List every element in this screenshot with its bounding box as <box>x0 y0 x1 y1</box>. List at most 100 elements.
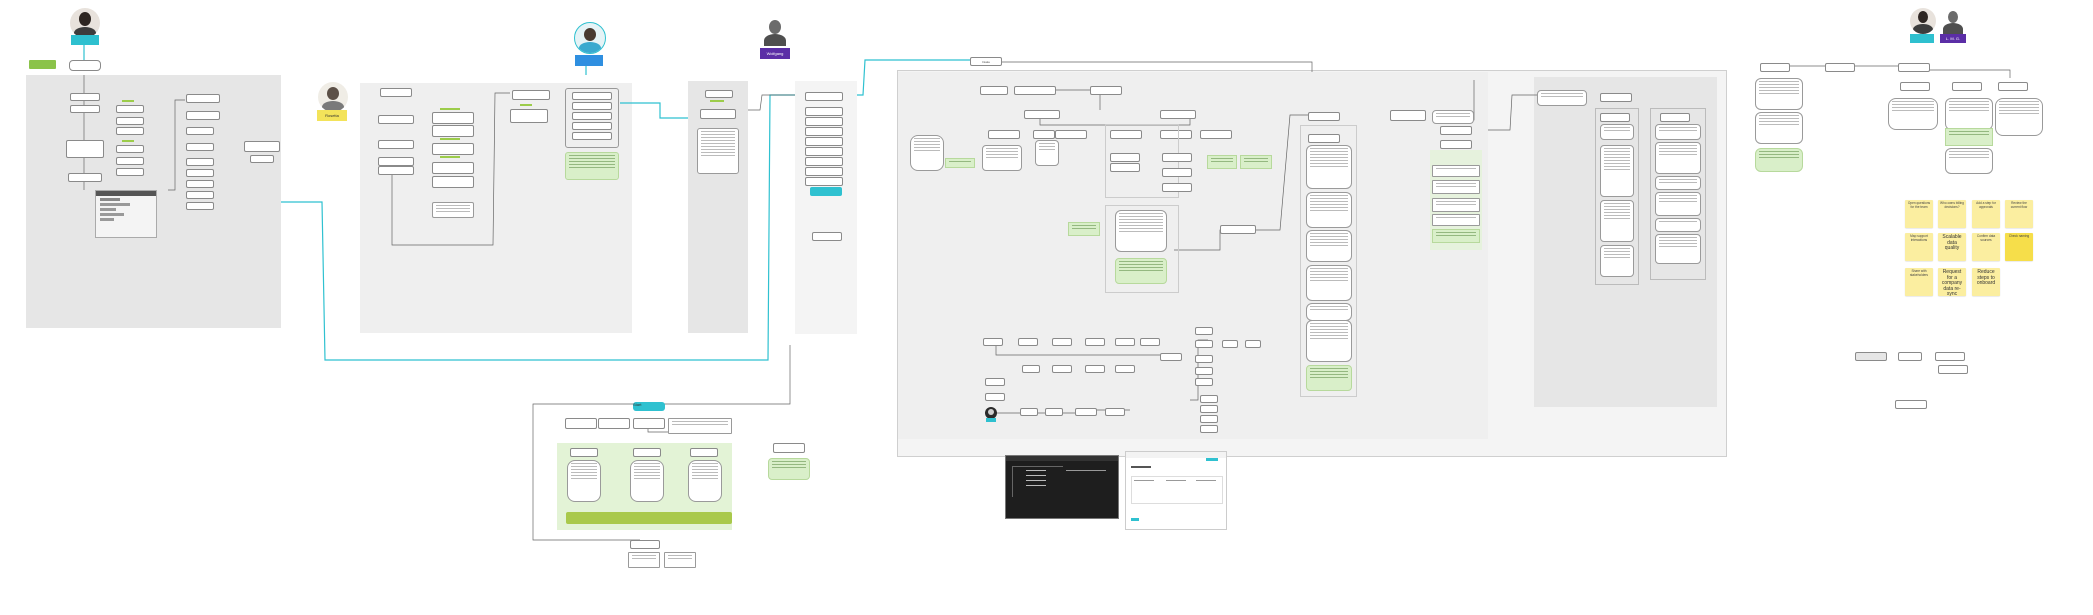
node-p2-16[interactable] <box>572 122 612 130</box>
node-g-8[interactable] <box>630 540 660 549</box>
node-main-13[interactable] <box>1110 163 1140 172</box>
node-g-6[interactable] <box>690 448 718 457</box>
node-flow-15[interactable] <box>1045 408 1063 416</box>
node-flow-23[interactable] <box>1195 367 1213 375</box>
node-flow-11[interactable] <box>1160 353 1182 361</box>
node-fr-9[interactable] <box>1935 352 1965 361</box>
node-top-left[interactable] <box>69 60 101 71</box>
node-fr-3[interactable] <box>1898 63 1930 72</box>
node-main-10[interactable] <box>1160 130 1192 139</box>
node-p4-8[interactable] <box>805 167 843 176</box>
node-fr-10[interactable] <box>1938 365 1968 374</box>
sticky-7[interactable]: Check naming <box>2005 233 2033 261</box>
node-p4-6[interactable] <box>805 147 843 156</box>
node-flow-25[interactable] <box>1200 395 1218 403</box>
node-p4-1[interactable] <box>805 92 843 101</box>
node-p2-12[interactable] <box>510 109 548 123</box>
node-p4-3[interactable] <box>805 117 843 126</box>
node-p1-4[interactable] <box>68 173 102 182</box>
node-g-1[interactable] <box>565 418 597 429</box>
sticky-big-2[interactable]: Request for a company data re-sync <box>1938 268 1966 296</box>
node-flow-2[interactable] <box>1018 338 1038 346</box>
node-main-6[interactable] <box>988 130 1020 139</box>
node-fr-6[interactable] <box>1998 82 2028 91</box>
node-fr-5[interactable] <box>1952 82 1982 91</box>
node-p2-3[interactable] <box>378 140 414 149</box>
node-p4-7[interactable] <box>805 157 843 166</box>
node-flow-17[interactable] <box>1105 408 1125 416</box>
node-p1-3[interactable] <box>66 140 104 158</box>
node-flow-6[interactable] <box>1140 338 1160 346</box>
node-p1-5[interactable] <box>116 105 144 113</box>
sticky-big-1[interactable]: Scalable data quality <box>1938 233 1966 261</box>
node-main-19[interactable] <box>1308 134 1340 143</box>
node-p1-13[interactable] <box>186 127 214 135</box>
sticky-8[interactable]: Share with stakeholders <box>1905 268 1933 296</box>
node-p2-15[interactable] <box>572 112 612 120</box>
node-main-18[interactable] <box>1308 112 1340 121</box>
node-g-7[interactable] <box>773 443 805 453</box>
node-flow-19[interactable] <box>1195 340 1213 348</box>
node-p2-8[interactable] <box>432 143 474 155</box>
node-p1-1[interactable] <box>70 93 100 101</box>
node-main-17[interactable] <box>1220 225 1256 234</box>
node-p1-21[interactable] <box>250 155 274 163</box>
node-flow-27[interactable] <box>1200 415 1218 423</box>
node-g-5[interactable] <box>633 448 661 457</box>
sticky-1[interactable]: Open questions for the team <box>1905 200 1933 228</box>
sticky-6[interactable]: Confirm data sources <box>1972 233 2000 261</box>
node-main-14[interactable] <box>1162 153 1192 162</box>
node-fr-2[interactable] <box>1825 63 1855 72</box>
node-g-4[interactable] <box>570 448 598 457</box>
node-p1-6[interactable] <box>116 117 144 125</box>
node-p2-10[interactable] <box>432 176 474 188</box>
node-main-5[interactable] <box>1160 110 1196 119</box>
node-main-12[interactable] <box>1110 153 1140 162</box>
node-p2-14[interactable] <box>572 102 612 110</box>
node-p2-13[interactable] <box>572 92 612 100</box>
node-fr-8[interactable] <box>1898 352 1922 361</box>
node-p2-7[interactable] <box>432 125 474 137</box>
sticky-4[interactable]: Review the current flow <box>2005 200 2033 228</box>
node-main-3[interactable] <box>1090 86 1122 95</box>
sticky-3[interactable]: Add a step for approvals <box>1972 200 2000 228</box>
node-flow-26[interactable] <box>1200 405 1218 413</box>
node-p1-20[interactable] <box>244 141 280 152</box>
node-flow-9[interactable] <box>1085 365 1105 373</box>
sticky-2[interactable]: Who owns billing decisions? <box>1938 200 1966 228</box>
node-main-22[interactable] <box>1440 140 1472 149</box>
node-p4-4[interactable] <box>805 127 843 136</box>
node-main-20[interactable] <box>1390 110 1426 121</box>
node-flow-24[interactable] <box>1195 378 1213 386</box>
node-p1-17[interactable] <box>186 180 214 188</box>
node-p1-16[interactable] <box>186 169 214 177</box>
node-flow-21[interactable] <box>1245 340 1261 348</box>
node-flow-1[interactable] <box>983 338 1003 346</box>
node-main-1[interactable] <box>980 86 1008 95</box>
node-p1-10[interactable] <box>116 168 144 176</box>
node-main-16[interactable] <box>1162 183 1192 192</box>
node-flow-4[interactable] <box>1085 338 1105 346</box>
node-main-9[interactable] <box>1110 130 1142 139</box>
node-p1-19[interactable] <box>186 202 214 210</box>
node-p2-2[interactable] <box>378 115 414 124</box>
node-p2-9[interactable] <box>432 162 474 174</box>
node-p1-7[interactable] <box>116 127 144 135</box>
node-p2-17[interactable] <box>572 132 612 140</box>
node-p1-18[interactable] <box>186 191 214 199</box>
node-flow-10[interactable] <box>1115 365 1135 373</box>
node-flow-20[interactable] <box>1222 340 1238 348</box>
node-flow-12[interactable] <box>985 378 1005 386</box>
node-p4-10[interactable] <box>812 232 842 241</box>
node-flow-8[interactable] <box>1052 365 1072 373</box>
node-p3-1[interactable] <box>705 90 733 98</box>
node-p1-9[interactable] <box>116 157 144 165</box>
node-p2-5[interactable] <box>378 166 414 175</box>
sticky-big-3[interactable]: Reduce steps to onboard <box>1972 268 2000 296</box>
node-main-11[interactable] <box>1200 130 1232 139</box>
node-g-2[interactable] <box>598 418 630 429</box>
node-flow-7[interactable] <box>1022 365 1040 373</box>
node-flow-13[interactable] <box>985 393 1005 401</box>
node-p2-6[interactable] <box>432 112 474 124</box>
node-main-2[interactable] <box>1014 86 1056 95</box>
